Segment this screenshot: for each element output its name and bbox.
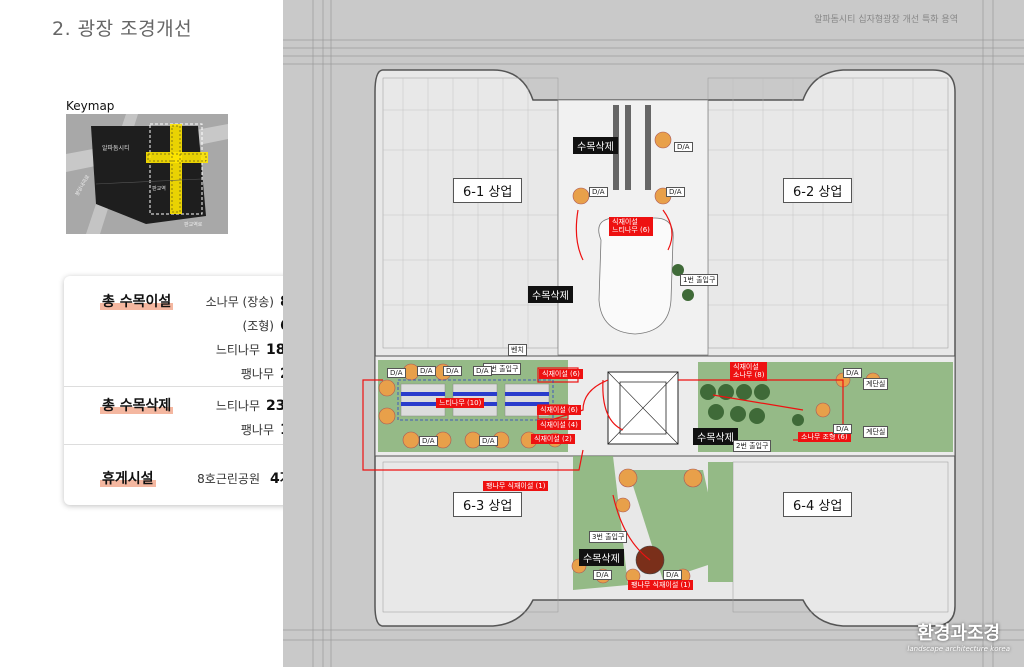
transplant-tag-9-line1: 식재이설	[733, 363, 759, 371]
transplant-tag-10: 소나무 조형 (6)	[798, 432, 851, 443]
tree-marker: D/A	[833, 424, 852, 434]
zone-6-2-label: 6-2 상업	[783, 178, 853, 203]
tree-marker: D/A	[589, 187, 608, 197]
removal-label-1: 느티나무	[215, 399, 260, 413]
transplant-label-1: 소나무 (장송)	[205, 295, 274, 309]
transplant-tag-4: 식재이설 (6)	[537, 405, 581, 416]
transplant-tag-8: 팽나무 식재이설 (1)	[628, 580, 694, 591]
transplant-tag-7: 팽나무 식재이설 (1)	[483, 481, 549, 492]
tree-marker: D/A	[666, 187, 685, 197]
tree-marker: D/A	[663, 570, 682, 580]
tree-marker: D/A	[593, 570, 612, 580]
publisher-logo-name: 환경과조경	[917, 623, 1001, 644]
exit-4-label: 4번 출입구	[483, 363, 522, 375]
transplant-tag-3: 느티나무 (10)	[436, 398, 485, 409]
page-title: 2. 광장 조경개선	[52, 18, 193, 40]
keymap-image: 알파돔시티 판교역 분당내곡로 판교역로	[66, 114, 228, 234]
section-title-transplant: 총 수목이설	[100, 291, 174, 311]
tree-marker: D/A	[843, 368, 862, 378]
section-title-rest: 휴게시설	[100, 468, 156, 488]
stair-2-label: 계단실	[863, 426, 889, 438]
divider	[64, 444, 338, 445]
site-plan: 알파돔시티 십자형광장 개선 특화 용역 6-1 상업 6-2 상업 6-3 상…	[283, 0, 1024, 667]
zone-6-3-label: 6-3 상업	[453, 492, 523, 517]
section-title-removal: 총 수목삭제	[100, 395, 174, 415]
keymap-map: 알파돔시티 판교역 분당내곡로 판교역로	[66, 114, 228, 234]
transplant-label-3: 느티나무	[215, 343, 260, 357]
plan-caption: 알파돔시티 십자형광장 개선 특화 용역	[814, 15, 958, 25]
tree-marker: D/A	[417, 366, 436, 376]
exit-3-label: 3번 출입구	[589, 531, 628, 543]
site-plan-drawing	[283, 0, 1024, 667]
transplant-tag-1-line2: 느티나무 (6)	[612, 226, 650, 235]
transplant-tag-5: 식재이설 (4)	[537, 420, 581, 431]
removal-tag-3: 수목삭제	[693, 428, 738, 445]
keymap-text-4: 판교역로	[184, 221, 203, 228]
removal-tag-4: 수목삭제	[579, 549, 624, 566]
section-title-removal-text: 총 수목삭제	[100, 398, 174, 414]
transplant-label-2: (조형)	[242, 319, 274, 333]
tree-marker: D/A	[479, 436, 498, 446]
exit-1-label: 1번 출입구	[680, 274, 719, 286]
stair-1-label: 계단실	[863, 378, 889, 390]
keymap-text-2: 판교역	[152, 185, 166, 192]
zone-6-4-label: 6-4 상업	[783, 492, 853, 517]
keymap-text-1: 알파돔시티	[102, 144, 130, 152]
removal-tag-1: 수목삭제	[573, 137, 618, 154]
zone-6-1-label: 6-1 상업	[453, 178, 523, 203]
transplant-label-4: 팽나무	[240, 367, 274, 381]
transplant-tag-6: 식재이설 (2)	[531, 434, 575, 445]
bench-label: 벤치	[508, 344, 527, 356]
tree-marker: D/A	[419, 436, 438, 446]
tree-marker: D/A	[443, 366, 462, 376]
section-title-transplant-text: 총 수목이설	[100, 294, 174, 310]
section-title-rest-text: 휴게시설	[100, 471, 156, 487]
transplant-tag-1-line1: 식재이설	[612, 218, 638, 226]
publisher-logo-sub: landscape architecture korea	[907, 645, 1010, 653]
rest-label-1: 8호근린공원	[197, 472, 260, 486]
removal-tag-2: 수목삭제	[528, 286, 573, 303]
tree-marker: D/A	[473, 366, 492, 376]
tree-marker: D/A	[387, 368, 406, 378]
keymap-label: Keymap	[66, 99, 115, 113]
transplant-tag-2: 식재이설 (6)	[539, 369, 583, 380]
removal-label-2: 팽나무	[240, 423, 274, 437]
transplant-tag-9-line2: 소나무 (8)	[733, 371, 765, 380]
tree-marker: D/A	[674, 142, 693, 152]
exit-2-label: 2번 출입구	[733, 440, 772, 452]
divider	[64, 386, 338, 387]
